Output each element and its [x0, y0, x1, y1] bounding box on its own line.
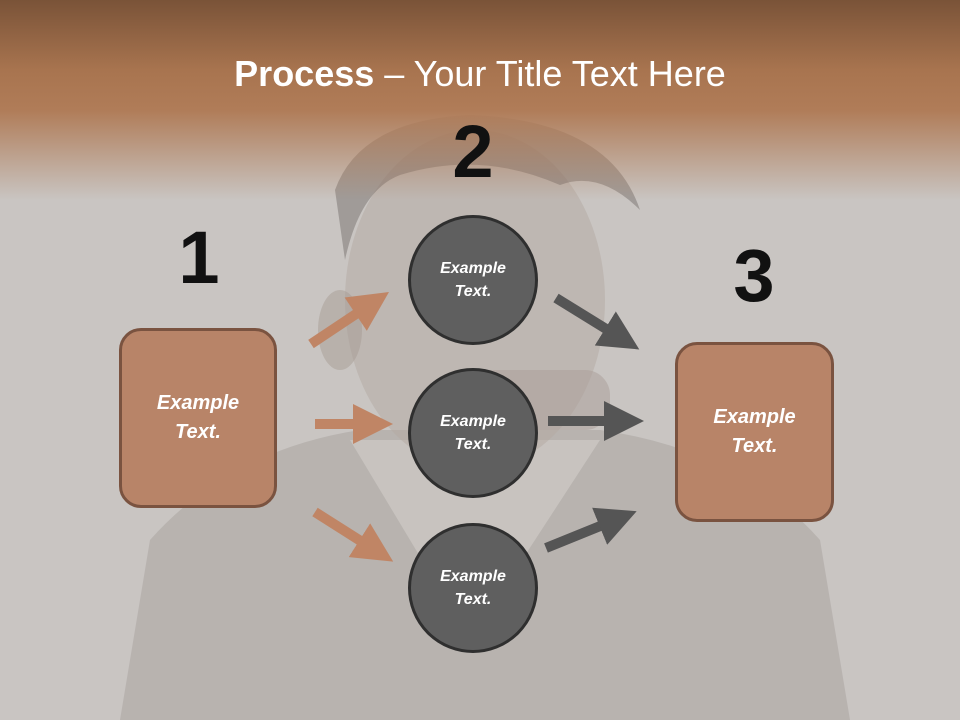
process-circle-middle: Example Text. [408, 368, 538, 498]
arrow-circle-bottom-to-box [544, 507, 637, 553]
step-number-2: 2 [452, 110, 494, 193]
process-circle-top: Example Text. [408, 215, 538, 345]
process-circle-bottom-text: Example Text. [440, 568, 506, 608]
step-number-3: 3 [733, 234, 775, 317]
process-circle-middle-text: Example Text. [440, 413, 506, 453]
process-box-start-text: Example Text. [156, 392, 240, 443]
process-circle-top-text: Example Text. [440, 260, 506, 300]
slide-title: Process – Your Title Text Here [0, 52, 960, 96]
process-box-start: Example Text. [119, 328, 277, 508]
process-circle-bottom: Example Text. [408, 523, 538, 653]
arrow-box-to-circle-top [308, 292, 389, 349]
arrow-circle-top-to-box [553, 293, 640, 350]
arrow-box-to-circle-bottom [312, 507, 394, 562]
title-bold-word: Process [234, 53, 375, 94]
step-number-1: 1 [178, 216, 220, 299]
process-box-end: Example Text. [675, 342, 834, 522]
process-box-end-text: Example Text. [713, 406, 796, 457]
title-rest: – Your Title Text Here [374, 53, 726, 94]
header-band [0, 0, 960, 200]
